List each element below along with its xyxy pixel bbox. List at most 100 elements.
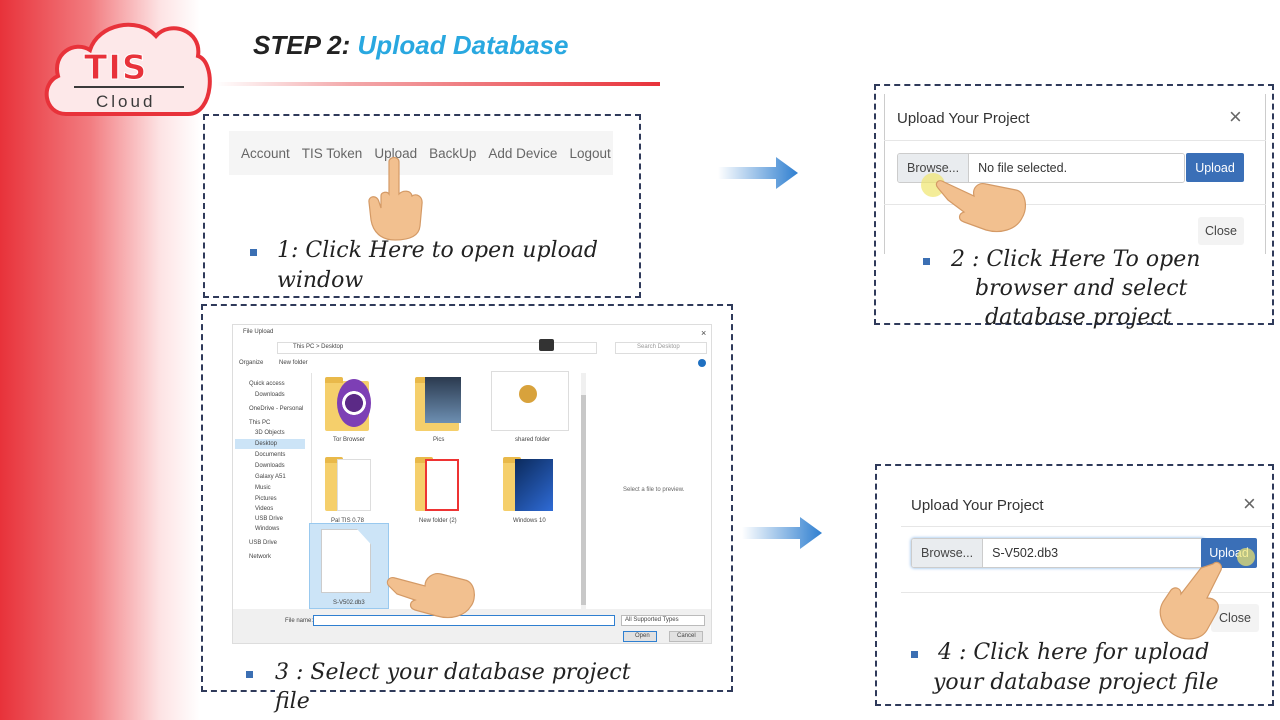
logo-sub: Cloud bbox=[96, 92, 156, 111]
step1-panel: Account TIS Token Upload BackUp Add Devi… bbox=[203, 114, 641, 298]
nav-tis-token[interactable]: TIS Token bbox=[301, 145, 363, 161]
file-label: Pal TIS 0.78 bbox=[331, 518, 364, 524]
arrow-right-icon bbox=[718, 157, 798, 189]
tree-item[interactable]: USB Drive bbox=[249, 540, 278, 546]
tree-item[interactable]: 3D Objects bbox=[255, 430, 285, 436]
address-path: This PC > Desktop bbox=[293, 344, 344, 350]
thumbnail-icon bbox=[425, 377, 461, 423]
tree-item[interactable]: Quick access bbox=[249, 381, 285, 387]
title-underline bbox=[215, 82, 660, 86]
step3-caption-line1: 3 : Select your database project bbox=[275, 660, 631, 685]
modal-title: Upload Your Project bbox=[897, 110, 1030, 127]
title-prefix: STEP 2: bbox=[253, 30, 351, 60]
step3-bullet bbox=[246, 671, 253, 678]
db-file-icon bbox=[321, 529, 371, 593]
file-input[interactable]: Browse... S-V502.db3 bbox=[911, 538, 1205, 568]
tree-item[interactable]: Desktop bbox=[255, 441, 278, 447]
nav-logout[interactable]: Logout bbox=[569, 145, 611, 161]
file-label: S-V502.db3 bbox=[333, 600, 365, 606]
file-label: Windows 10 bbox=[513, 518, 546, 524]
new-folder-button[interactable]: New folder bbox=[279, 360, 308, 366]
close-button[interactable]: Close bbox=[1211, 604, 1259, 632]
logo-divider bbox=[74, 86, 184, 88]
file-name-label: File name: bbox=[285, 618, 314, 624]
nav-upload[interactable]: Upload bbox=[374, 145, 418, 161]
address-bar[interactable] bbox=[277, 342, 597, 354]
left-gradient-band bbox=[0, 0, 200, 720]
pointing-hand-icon bbox=[368, 156, 423, 241]
step2-panel: Upload Your Project × Browse... No file … bbox=[874, 84, 1274, 330]
pane-divider bbox=[311, 373, 312, 609]
tree-item[interactable]: USB Drive bbox=[255, 516, 284, 522]
tree-item[interactable]: OneDrive - Personal bbox=[249, 406, 304, 412]
logo-brand: TIS bbox=[83, 48, 148, 89]
step2-caption-line2: browser and select bbox=[975, 276, 1188, 301]
filter-select[interactable] bbox=[621, 615, 705, 626]
tree-item[interactable]: Downloads bbox=[255, 392, 285, 398]
search-box[interactable] bbox=[615, 342, 707, 354]
pointing-hand-icon bbox=[1159, 561, 1222, 640]
cloud-icon bbox=[44, 22, 212, 116]
step1-caption-line1: 1: Click Here to open upload bbox=[277, 238, 599, 263]
click-highlight bbox=[1237, 548, 1255, 566]
nav-add-device[interactable]: Add Device bbox=[488, 145, 558, 161]
organize-menu[interactable]: Organize bbox=[239, 360, 264, 366]
file-input[interactable]: Browse... No file selected. bbox=[897, 153, 1185, 183]
step3-caption-line2: file bbox=[275, 689, 310, 714]
nav-backup[interactable]: BackUp bbox=[429, 145, 477, 161]
preview-text: Select a file to preview. bbox=[623, 487, 685, 493]
step2-caption-line3: database project bbox=[985, 305, 1172, 330]
file-label: Pics bbox=[433, 437, 445, 443]
tree-item[interactable]: Network bbox=[249, 554, 272, 560]
archive-icon bbox=[337, 459, 371, 511]
nav-account[interactable]: Account bbox=[241, 145, 290, 161]
pointing-hand-icon bbox=[386, 573, 475, 619]
modal-title: Upload Your Project bbox=[911, 497, 1044, 514]
step4-bullet bbox=[911, 651, 918, 658]
modal-divider bbox=[884, 140, 1266, 141]
dialog-title: File Upload bbox=[243, 329, 274, 335]
page-title: STEP 2: Upload Database bbox=[253, 30, 568, 61]
file-name-text: S-V502.db3 bbox=[983, 539, 1204, 567]
open-label: Open bbox=[635, 633, 650, 639]
close-icon[interactable]: × bbox=[1229, 104, 1242, 129]
tree-item[interactable]: Galaxy A51 bbox=[255, 474, 286, 480]
step1-caption-line2: window bbox=[277, 268, 364, 293]
shared-folder-tile[interactable] bbox=[491, 371, 569, 431]
step4-caption-line1: 4 : Click here for upload bbox=[938, 640, 1210, 665]
upload-button[interactable]: Upload bbox=[1186, 153, 1244, 182]
tree-item[interactable]: Downloads bbox=[255, 463, 285, 469]
browse-button[interactable]: Browse... bbox=[912, 539, 984, 567]
dialog-close-icon[interactable]: × bbox=[701, 328, 707, 338]
arrow-right-icon bbox=[742, 517, 822, 549]
modal-divider bbox=[901, 526, 1271, 527]
tree-item[interactable]: Windows bbox=[255, 526, 280, 532]
open-button[interactable] bbox=[623, 631, 657, 642]
cancel-label: Cancel bbox=[677, 633, 696, 639]
close-button[interactable]: Close bbox=[1198, 217, 1244, 245]
close-icon[interactable]: × bbox=[1243, 491, 1256, 516]
tree-item[interactable]: Music bbox=[255, 485, 271, 491]
upload-modal bbox=[884, 94, 1266, 254]
step1-bullet bbox=[250, 249, 257, 256]
tree-item[interactable]: Pictures bbox=[255, 496, 277, 502]
tree-item[interactable]: Videos bbox=[255, 506, 274, 512]
tree-item[interactable]: This PC bbox=[249, 420, 271, 426]
cancel-button[interactable] bbox=[669, 631, 703, 642]
step3-panel: File Upload × This PC > Desktop Search D… bbox=[201, 304, 733, 714]
modal-footer-divider bbox=[901, 592, 1271, 593]
scroll-thumb[interactable] bbox=[581, 395, 586, 605]
file-label: shared folder bbox=[515, 437, 551, 443]
pointing-hand-icon bbox=[935, 180, 1026, 233]
help-icon[interactable] bbox=[698, 359, 706, 367]
file-name-input[interactable] bbox=[313, 615, 615, 626]
file-label: New folder (2) bbox=[419, 518, 457, 524]
file-label: Tor Browser bbox=[333, 437, 366, 443]
screenshot-badge bbox=[539, 339, 554, 351]
navbar: Account TIS Token Upload BackUp Add Devi… bbox=[229, 131, 613, 175]
tree-item[interactable]: Documents bbox=[255, 452, 286, 458]
pdf-icon bbox=[425, 459, 459, 511]
tor-logo-icon bbox=[337, 379, 371, 427]
step4-panel: Upload Your Project × Browse... S-V502.d… bbox=[875, 464, 1274, 706]
tree-selection bbox=[235, 439, 305, 449]
